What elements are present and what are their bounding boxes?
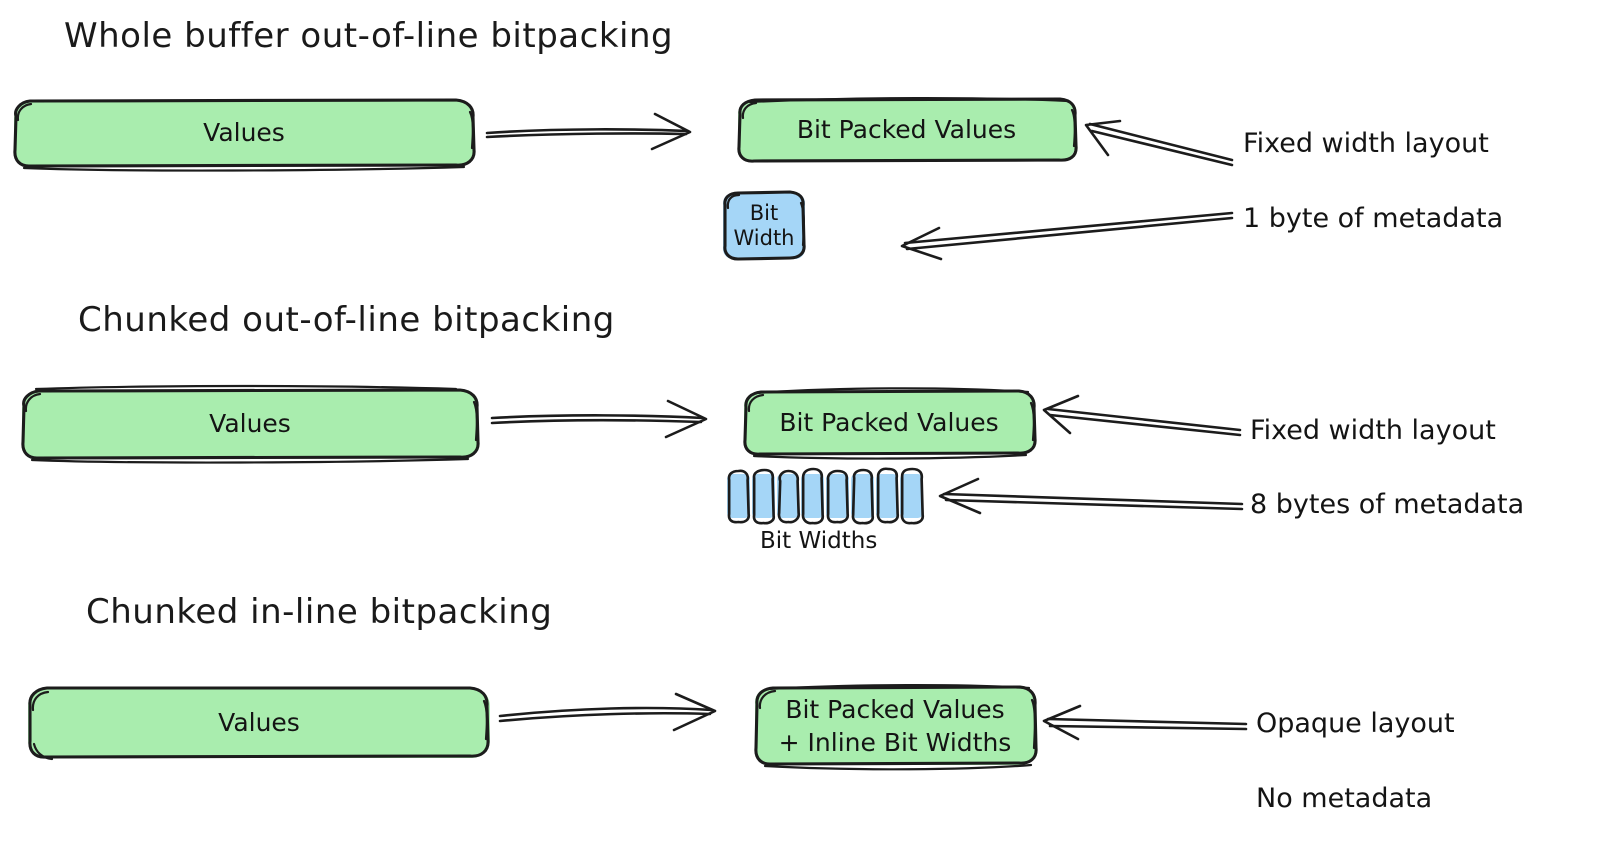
bit-widths-caption: Bit Widths	[760, 528, 878, 554]
sketch-outline	[826, 469, 850, 524]
values-box-label: Values	[203, 118, 285, 148]
sketch-outline	[21, 384, 480, 464]
sketch-outline	[727, 469, 751, 524]
bit-packed-values-inline-fill	[755, 688, 1035, 765]
bit-packed-values-box-section1: Bit Packed Values	[737, 97, 1078, 163]
bit-packed-values-inline-label: Bit Packed Values + Inline Bit Widths	[778, 695, 1012, 757]
bit-width-cell-fill	[826, 474, 849, 518]
sketch-outline	[851, 468, 874, 525]
values-box-fill	[28, 688, 490, 758]
bit-packed-values-fill	[744, 392, 1034, 453]
bit-width-cell	[751, 468, 776, 525]
bit-width-cell	[726, 469, 751, 524]
bit-width-cell	[899, 467, 925, 525]
leader-eight-bytes-metadata	[938, 477, 1244, 515]
sketch-outline	[28, 686, 490, 761]
annotation-fixed-width-layout-2: Fixed width layout	[1250, 415, 1496, 446]
annotation-no-metadata: No metadata	[1256, 783, 1433, 814]
bit-packed-values-inline-box-section3: Bit Packed Values + Inline Bit Widths	[754, 684, 1038, 771]
section-heading-chunked-in-line: Chunked in-line bitpacking	[86, 592, 553, 632]
annotation-fixed-width-layout-1: Fixed width layout	[1243, 128, 1489, 159]
arrow-values-to-packed-3	[498, 692, 717, 732]
sketch-outline	[777, 469, 800, 524]
bit-width-cell-fill	[727, 474, 750, 518]
bit-widths-cell-strip	[726, 467, 925, 525]
arrow-values-to-packed-2	[490, 399, 708, 439]
values-box-section3: Values	[28, 686, 490, 761]
sketch-outline	[754, 684, 1038, 771]
sketch-outline	[801, 467, 825, 525]
bit-width-box-section1: Bit Width	[723, 190, 806, 261]
bit-packed-values-box-section2: Bit Packed Values	[743, 387, 1037, 460]
sketch-outline	[876, 467, 899, 524]
bit-width-cell-fill	[900, 474, 923, 518]
section-heading-chunked-out-of-line: Chunked out-of-line bitpacking	[78, 300, 615, 340]
leader-fixed-width-layout-1	[1084, 119, 1234, 167]
values-box-label: Values	[209, 409, 291, 439]
values-box-fill	[22, 390, 478, 458]
values-box-section1: Values	[13, 98, 476, 172]
bit-width-label: Bit Width	[733, 201, 795, 250]
bit-width-cell	[776, 469, 801, 524]
arrow-values-to-packed-1	[485, 112, 692, 151]
bit-width-cell	[800, 467, 825, 525]
bit-width-cell-fill	[801, 474, 824, 518]
sketch-outline	[13, 98, 476, 172]
values-box-label: Values	[218, 708, 300, 738]
values-box-section2: Values	[21, 384, 480, 464]
leader-opaque-layout	[1042, 704, 1248, 741]
sketch-outline	[723, 190, 806, 261]
bit-width-cell	[825, 469, 850, 524]
sketch-outline	[900, 467, 925, 525]
sketch-outline	[737, 97, 1078, 163]
bit-width-cell	[850, 468, 875, 525]
bit-packed-values-label: Bit Packed Values	[796, 115, 1017, 145]
bit-width-cell-fill	[776, 474, 800, 518]
annotation-eight-bytes-metadata: 8 bytes of metadata	[1250, 489, 1525, 520]
sketch-outline	[743, 387, 1037, 460]
bit-width-fill	[723, 193, 805, 259]
leader-fixed-width-layout-2	[1042, 394, 1242, 437]
bit-packed-values-label: Bit Packed Values	[779, 407, 999, 437]
bit-width-cell-fill	[850, 474, 874, 518]
section-heading-whole-buffer: Whole buffer out-of-line bitpacking	[64, 16, 674, 56]
annotation-opaque-layout: Opaque layout	[1256, 708, 1455, 739]
values-box-fill	[14, 100, 474, 166]
sketch-outline	[752, 468, 775, 525]
bit-width-cell-fill	[751, 474, 775, 518]
bit-width-cell-fill	[875, 474, 899, 518]
bit-width-cell	[875, 467, 900, 524]
bit-packed-values-fill	[738, 100, 1075, 160]
annotation-one-byte-metadata: 1 byte of metadata	[1243, 203, 1504, 234]
leader-one-byte-metadata	[900, 211, 1234, 261]
